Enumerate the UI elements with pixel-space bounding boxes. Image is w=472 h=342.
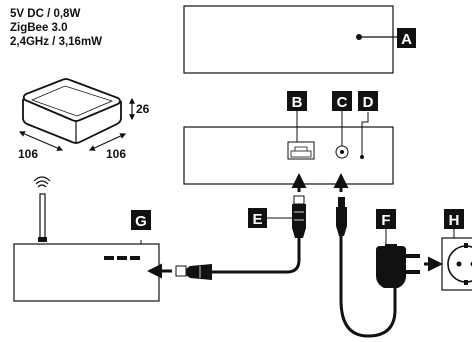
device-isometric: [22, 78, 122, 144]
spec-radio: 2,4GHz / 3,16mW: [10, 36, 102, 48]
router: [13, 176, 160, 302]
device-rear-panel: [183, 126, 394, 185]
label-f: F: [376, 209, 396, 246]
dimension-depth: 106: [88, 133, 126, 161]
label-b: B: [287, 91, 307, 111]
power-adapter: [376, 244, 420, 288]
label-e-text: E: [252, 211, 262, 228]
dimension-width-label: 106: [18, 147, 38, 161]
label-h-text: H: [449, 212, 460, 229]
dimension-height: 26: [129, 97, 150, 121]
dimension-width: 106: [18, 131, 64, 161]
label-e: E: [248, 208, 293, 228]
dimension-depth-label: 106: [106, 147, 126, 161]
label-a: A: [397, 28, 416, 48]
label-f-text: F: [381, 212, 390, 229]
spec-power: 5V DC / 0,8W: [10, 8, 80, 20]
label-d-text: D: [363, 94, 374, 111]
label-a-text: A: [401, 31, 412, 48]
label-c-text: C: [337, 94, 348, 111]
wifi-icon: [33, 176, 51, 188]
label-h: H: [444, 209, 464, 238]
spec-protocol: ZigBee 3.0: [10, 22, 68, 34]
label-g: G: [131, 210, 151, 244]
label-d: D: [358, 91, 378, 111]
wall-socket: [441, 237, 472, 291]
power-cable: [336, 197, 397, 338]
ethernet-cable: [147, 195, 306, 280]
label-c: C: [332, 91, 352, 111]
label-b-text: B: [292, 94, 303, 111]
dimension-height-label: 26: [136, 102, 150, 116]
power-jack: [335, 145, 349, 159]
reset-hole: [360, 155, 364, 159]
label-g-text: G: [135, 213, 147, 230]
ethernet-port: [287, 141, 315, 160]
device-front-panel: [183, 5, 397, 74]
spec-block: 5V DC / 0,8W ZigBee 3.0 2,4GHz / 3,16mW: [10, 8, 102, 48]
